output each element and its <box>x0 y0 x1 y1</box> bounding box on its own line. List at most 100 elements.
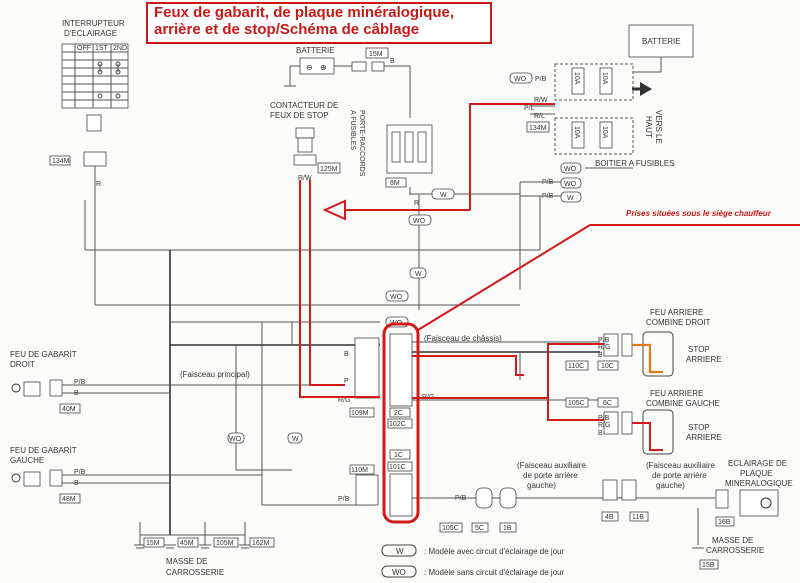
connector-16b: 16B <box>718 519 731 526</box>
ground-symbols <box>134 535 251 549</box>
switch-col-1st: 1ST <box>95 45 109 52</box>
batterie-right-label: BATTERIE <box>642 37 681 46</box>
stop-ar-g-2: ARRIERE <box>686 433 722 442</box>
fuse-10a-4: 10A <box>601 126 608 139</box>
wire-pb-ag: P/B <box>598 415 610 422</box>
stop-switch-body <box>295 127 315 139</box>
wire-pb-droit: P/B <box>74 379 86 386</box>
wire-rw-top: R/W <box>534 97 548 104</box>
connector-105c-b: 105C <box>442 525 459 532</box>
fuse-10a-3: 10A <box>573 126 580 139</box>
connector-110m-block <box>355 474 379 506</box>
wo-trunk-2: WO <box>390 294 403 301</box>
stop-ar-g-1: STOP <box>688 423 710 432</box>
w-fuse-3: W <box>567 195 574 202</box>
connector-109m-block <box>354 337 380 399</box>
plaque-3: MINERALOGIQUE <box>725 479 793 488</box>
vers-le-haut-2: HAUT <box>644 116 653 138</box>
connector-134m-left: 134M <box>52 158 70 165</box>
arriere-gauche-1: FEU ARRIERE <box>650 389 703 398</box>
connector-11b: 11B <box>632 514 644 521</box>
wire-pb-gauche: P/B <box>74 469 86 476</box>
wire-w-mid: W <box>440 192 447 199</box>
aux2-line2: de porte arrière <box>652 471 707 480</box>
masse-2-line2: CARROSSERIE <box>706 546 764 555</box>
wire-pl-top: P/L <box>524 105 535 112</box>
faisceau-chassis: (Faisceau de châssis) <box>424 334 502 343</box>
wo-left: WO <box>229 436 242 443</box>
connector-2c: 2C <box>394 410 403 417</box>
wire-p-109: P <box>344 378 349 385</box>
title-line-1: Feux de gabarit, de plaque minéralogique… <box>154 4 455 21</box>
connector-102c: 102C <box>389 421 406 428</box>
connector-5c: 5C <box>475 525 484 532</box>
connector-134m-top: 134M <box>529 125 547 132</box>
connector-15b: 15B <box>702 562 715 569</box>
connector-10c: 10C <box>601 363 614 370</box>
wire-pb-ad: P/B <box>598 337 610 344</box>
wire-r-mid: R <box>414 200 419 207</box>
arriere-droit-2: COMBINE DROIT <box>646 318 711 327</box>
connector-105c: 105C <box>568 400 585 407</box>
title-box: Feux de gabarit, de plaque minéralogique… <box>146 2 492 44</box>
wire-pb-1c: P/B <box>455 495 467 502</box>
connector-134m-top-box <box>526 121 550 133</box>
contacteur-label-1: CONTACTEUR DE <box>270 101 338 110</box>
masse-1-line1: MASSE DE <box>166 557 207 566</box>
plate-lamp <box>739 489 779 517</box>
red-arrow <box>322 199 346 221</box>
connector-1c-block <box>389 473 413 517</box>
fuse-box: 10A 10A 10A 10A VERS LE HAUT <box>554 63 663 155</box>
connector-101c: 101C <box>389 464 406 471</box>
gabarit-droit-1: FEU DE GABARIT <box>10 350 77 359</box>
connector-15m-box <box>365 47 389 59</box>
connector-125m: 125M <box>320 166 338 173</box>
ground-105m: 105M <box>216 540 234 547</box>
plaque-2: PLAQUE <box>740 469 772 478</box>
wo-trunk-1: WO <box>413 218 426 225</box>
connector-1c: 1C <box>394 452 403 459</box>
aux2-line1: (Faisceau auxiliaire <box>646 461 715 470</box>
boitier-label: BOITIER A FUSIBLES <box>595 159 675 168</box>
legend-text-w: : Modèle avec circuit d'éclairage de jou… <box>424 547 565 556</box>
porte-raccords-label-1: PORTE-RACCORDS <box>358 110 365 177</box>
red-feed-wire <box>469 103 555 210</box>
switch-table: OFF 1ST 2ND <box>61 43 129 109</box>
stop-ar-d-1: STOP <box>688 345 710 354</box>
connector-110c: 110C <box>568 363 584 370</box>
svg-text:⊖: ⊖ <box>306 63 313 72</box>
masse-2-line1: MASSE DE <box>712 536 753 545</box>
wire-rg-ag: R/G <box>598 422 610 429</box>
connector-8m-box <box>385 177 407 188</box>
masse-1-line2: CARROSSERIE <box>166 568 224 577</box>
connector-4b: 4B <box>605 514 614 521</box>
annotation-prises: Prises situées sous le siège chauffeur <box>626 209 771 218</box>
stop-ar-d-2: ARRIERE <box>686 355 722 364</box>
batterie-left-label: BATTERIE <box>296 46 335 55</box>
pb-top: P/B <box>535 76 547 83</box>
lamp-gabarit-gauche <box>11 473 21 483</box>
wire-rl-top: R/L <box>534 113 545 120</box>
stop-switch-connector <box>293 154 317 166</box>
gabarit-gauche-2: GAUCHE <box>10 456 44 465</box>
red-brake-wire <box>299 180 380 398</box>
connector-110m: 110M <box>351 467 368 474</box>
faisceau-principal: (Faisceau principal) <box>180 370 250 379</box>
legend-code-w: W <box>396 547 404 556</box>
connector-2c-block <box>389 333 413 407</box>
vers-le-haut-1: VERS LE <box>654 110 663 144</box>
aux1-line2: de porte arrière <box>523 471 578 480</box>
legend-text-wo: : Modèle sans circuit d'éclairage de jou… <box>424 568 565 577</box>
connector-8m: 8M <box>390 180 400 187</box>
wire-rg-109: R/G <box>338 397 350 404</box>
wire-pb-110: P/B <box>338 496 350 503</box>
svg-text:⊕: ⊕ <box>320 63 327 72</box>
connector-15m: 15M <box>369 51 383 58</box>
red-pointer-line <box>417 224 591 331</box>
interrupteur-label-1: INTERRUPTEUR <box>62 19 125 28</box>
wire-b-109: B <box>344 351 349 358</box>
contacteur-label-2: FEUX DE STOP <box>270 111 329 120</box>
wo-top: WO <box>514 76 527 83</box>
